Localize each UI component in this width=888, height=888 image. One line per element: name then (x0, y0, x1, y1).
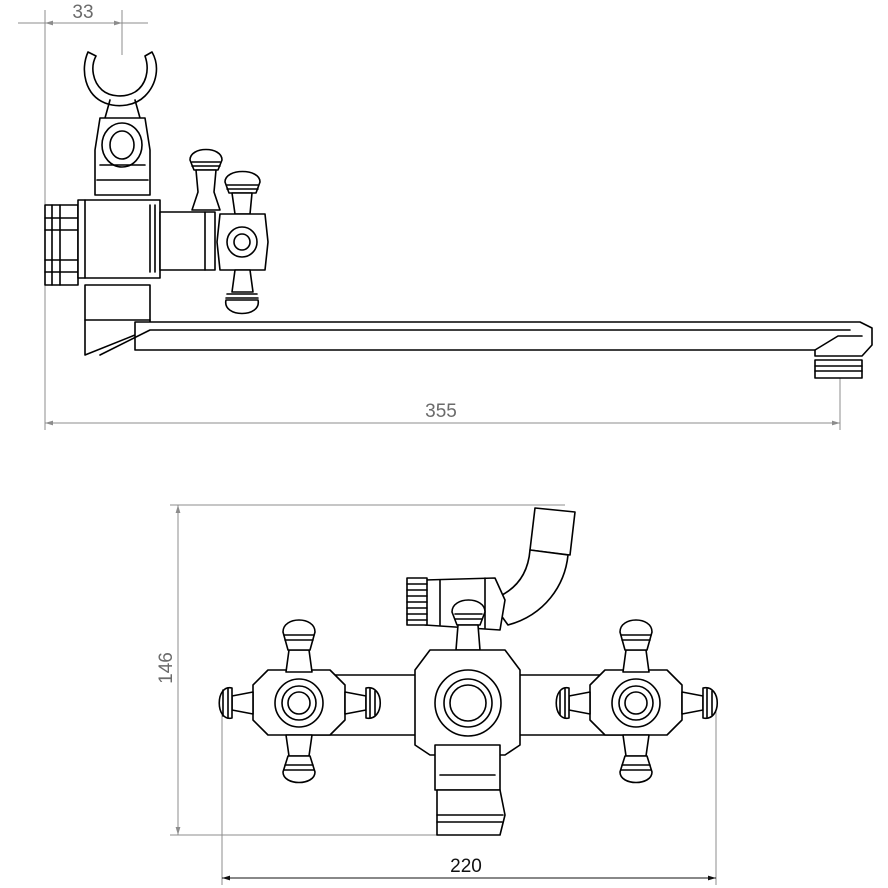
shower-holder-hook (83, 51, 158, 196)
center-diverter-knob (451, 599, 486, 651)
handle-knob-upper (189, 148, 223, 211)
cross-handle-right (555, 619, 718, 784)
mixer-body-front (291, 649, 649, 836)
side-view: 33 355 (18, 2, 873, 430)
dimension-length-total: 355 (45, 375, 841, 430)
dimension-width-front: 220 (221, 700, 717, 885)
cross-handle-left (218, 619, 381, 784)
dimension-height-front: 146 (156, 504, 565, 836)
front-view: 146 220 (156, 504, 718, 885)
dimension-label-220: 220 (450, 856, 482, 877)
dimension-label-146: 146 (156, 652, 177, 684)
dimension-label-355: 355 (425, 401, 457, 422)
cross-handle-side (216, 170, 269, 315)
shower-diverter-arm (406, 507, 576, 631)
long-spout (99, 321, 873, 379)
mixer-body-side (44, 199, 216, 356)
dimension-label-33: 33 (72, 2, 93, 23)
